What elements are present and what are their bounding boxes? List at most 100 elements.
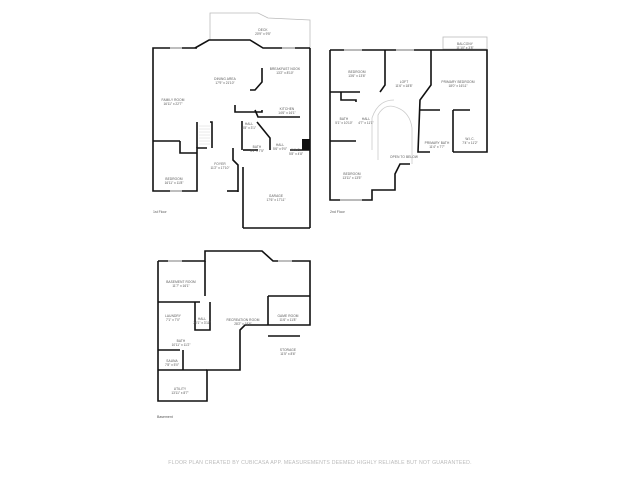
room-name: FAMILY ROOM (161, 98, 185, 102)
floor-title-1st: 1st Floor (153, 210, 167, 214)
room-name: BEDROOM (343, 172, 361, 176)
first-floor-walls (152, 39, 311, 229)
room-dims: 11'6" x 11'8" (279, 318, 297, 322)
room-dims: 11'2" x 17'10" (210, 166, 230, 170)
floor-title-2nd: 2nd Floor (330, 210, 345, 214)
room-dims: 5'8" x 4'8" (289, 152, 303, 156)
disclaimer-footer: FLOOR PLAN CREATED BY CUBICASA APP. MEAS… (168, 460, 472, 466)
room-name: UTILITY (173, 387, 187, 391)
room-name: HALL (197, 317, 207, 321)
basement-walls (157, 250, 311, 402)
room-dims: 20'9" x 9'5" (255, 32, 271, 36)
floor-title-basement: Basement (157, 415, 173, 419)
room-open-to-below: OPEN TO BELOW (390, 155, 418, 159)
room-name: HALL (244, 122, 254, 126)
room-dims: 17'6" x 17'11" (266, 198, 286, 202)
room-dims: 4'1" x 7'5" (250, 149, 264, 153)
room-name: BEDROOM (165, 177, 183, 181)
room-name: GARAGE (268, 194, 284, 198)
room-name: BEDROOM (348, 70, 366, 74)
room-dims: 14'6" x 16'1" (278, 111, 296, 115)
room-name: PRIMARY BATH (424, 141, 450, 145)
room-name: BASEMENT ROOM (166, 280, 196, 284)
room-name: HALL (275, 143, 285, 147)
room-name: BATH (252, 145, 262, 149)
room-dims: 11'7" x 16'1" (172, 284, 190, 288)
room-dims: 10'11" x 11'2" (171, 343, 191, 347)
room-name: SAUNA (166, 359, 178, 363)
room-dims: 18'0" x 16'11" (448, 84, 468, 88)
room-name: W.I.C. (291, 148, 301, 152)
room-dims: 20'1" x 3'11" (193, 321, 211, 325)
room-name: OPEN TO BELOW (390, 155, 418, 159)
room-dims: 13'11" x 8'7" (171, 391, 189, 395)
room-dims: 7'1" x 7'0" (166, 318, 180, 322)
room-dims: 8'8" x 3'1" (242, 126, 256, 130)
room-name: BALCONY (457, 42, 473, 46)
room-name: FOYER (214, 162, 226, 166)
room-dims: 7'4" x 11'2" (462, 141, 478, 145)
room-name: STORAGE (279, 348, 297, 352)
stairs-1st (199, 125, 210, 145)
curved-stairs (371, 99, 413, 164)
room-name: HALL (361, 117, 371, 121)
room-name: BREAKFAST NOOK (269, 67, 301, 71)
room-name: LOFT (399, 80, 409, 84)
room-dims: 13'6" x 13'6" (348, 74, 366, 78)
room-dims: 13'2" x 8'10" (276, 71, 294, 75)
room-dims: 11'4" x 7'7" (429, 145, 445, 149)
room-dims: 7'8" x 5'0" (165, 363, 179, 367)
room-dims: 17'9" x 21'10" (215, 81, 235, 85)
room-dims: 16'11" x 22'7" (163, 102, 183, 106)
room-name: DECK (258, 28, 268, 32)
room-name: RECREATION ROOM (226, 318, 260, 322)
room-name: BATH (176, 339, 186, 343)
room-name: KITCHEN (279, 107, 295, 111)
room-name: BATH (339, 117, 349, 121)
room-dims: 13'11" x 13'5" (342, 176, 362, 180)
room-name: W.I.C. (465, 137, 475, 141)
room-dims: 28'2" x 18'6" (234, 322, 252, 326)
room-dims: 5'6" x 9'0" (273, 147, 287, 151)
room-name: LAUNDRY (165, 314, 181, 318)
room-name: DINING AREA (214, 77, 236, 81)
room-dims: 11'5" x 8'6" (280, 352, 296, 356)
room-dims: 5'1" x 10'10" (335, 121, 353, 125)
room-wic-2: W.I.C.7'4" x 11'2" (462, 137, 477, 145)
room-name: PRIMARY BEDROOM (441, 80, 475, 84)
room-wic: W.I.C.5'8" x 4'8" (289, 148, 303, 156)
room-dims: 16'11" x 11'8" (164, 181, 184, 185)
room-dims: 11'10" x 3'8" (456, 46, 474, 50)
room-name: GAME ROOM (277, 314, 299, 318)
room-dims: 11'6" x 18'8" (395, 84, 413, 88)
